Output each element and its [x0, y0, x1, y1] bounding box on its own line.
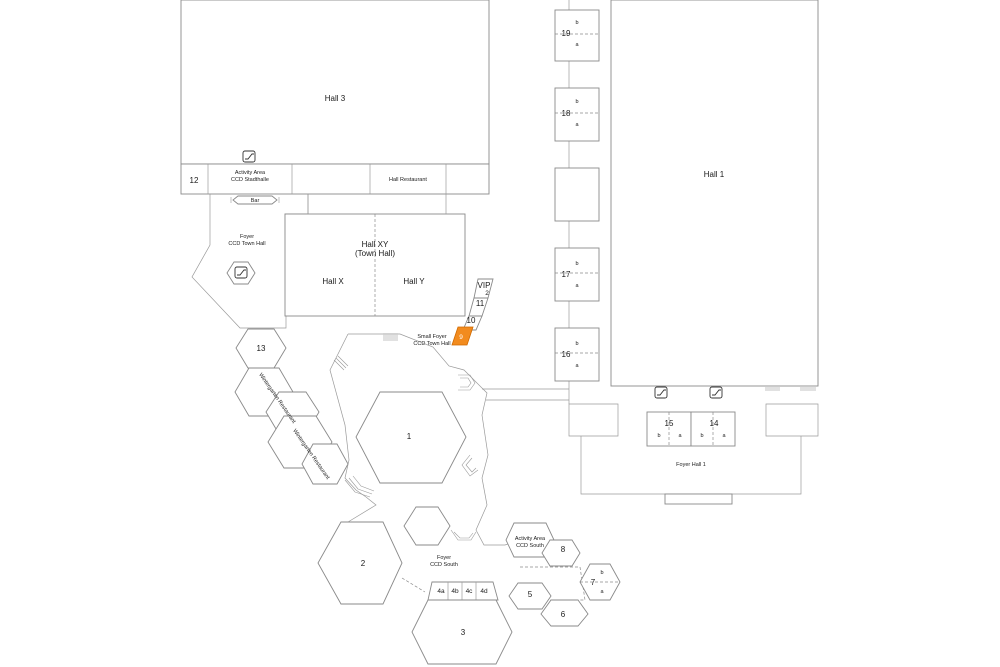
- room-8-label: 8: [561, 545, 566, 554]
- room-14-label: 14: [710, 419, 719, 428]
- room-7-label: 7: [591, 578, 596, 587]
- room-15a-label: a: [678, 433, 682, 439]
- foyer-hall-1-entrance: [664, 493, 733, 505]
- room-16b-label: b: [575, 341, 578, 347]
- stairs-east-1: [458, 374, 476, 391]
- foyer-hall-1-label: Foyer Hall 1: [676, 462, 706, 468]
- foyer-south-label-2: CCD South: [430, 562, 458, 568]
- bar-counter[interactable]: [232, 195, 278, 205]
- room-1-label: 1: [407, 432, 412, 441]
- room-19a-label: a: [575, 42, 579, 48]
- escalator-icon: [709, 386, 723, 399]
- room-15b-label: b: [657, 433, 660, 439]
- room-14b-label: b: [700, 433, 703, 439]
- room-14a-label: a: [722, 433, 726, 439]
- foyer-hall-1-west-block: [568, 403, 619, 437]
- room-16a-label: a: [575, 363, 579, 369]
- room-4d-label: 4d: [480, 588, 488, 595]
- hall-1-side-room: [554, 167, 600, 222]
- escalator-icon: [242, 150, 256, 163]
- foyer-town-hall-label: Foyer: [240, 234, 254, 240]
- room-2[interactable]: [317, 521, 403, 605]
- room-18b-label: b: [575, 99, 578, 105]
- hall-3-room[interactable]: [180, 0, 490, 165]
- stairs-west: [333, 355, 349, 371]
- room-16-label: 16: [562, 350, 571, 359]
- room-3-label: 3: [461, 628, 466, 637]
- room-18a-label: a: [575, 122, 579, 128]
- hall-1-label: Hall 1: [704, 170, 725, 179]
- escalator-icon: [654, 386, 668, 399]
- foyer-hall-1-east-block: [765, 403, 819, 437]
- room-7a-label: a: [600, 589, 604, 595]
- room-17[interactable]: [554, 247, 600, 302]
- wintergarten-restaurant-b2: [301, 443, 349, 485]
- foyer-south-divider: [401, 577, 426, 593]
- small-foyer-label: Small Foyer: [417, 334, 447, 340]
- room-2-vip-label: 2: [485, 290, 489, 297]
- hall-3-lower-strip: [180, 163, 490, 195]
- room-9-label: 9: [459, 334, 463, 341]
- hall-xy-label: Hall XY: [362, 240, 389, 249]
- small-foyer-label-2: CCD Town Hall: [413, 341, 450, 347]
- hall-3-label: Hall 3: [325, 94, 346, 103]
- foyer-town-hall-label-2: CCD Town Hall: [228, 241, 265, 247]
- stairs-south-east: [450, 529, 477, 541]
- room-17a-label: a: [575, 283, 579, 289]
- central-corridor-west-wall: [329, 333, 377, 523]
- room-10[interactable]: [462, 315, 483, 331]
- room-18-label: 18: [562, 109, 571, 118]
- activity-area-stadthalle-label-2: CCD Stadthalle: [231, 177, 269, 183]
- room-12-label: 12: [190, 176, 199, 185]
- room-5[interactable]: [508, 582, 552, 610]
- activity-area-stadthalle-label: Activity Area: [235, 170, 266, 176]
- stairs-south: [344, 475, 375, 498]
- room-19-label: 19: [562, 29, 571, 38]
- central-corridor-east-wall: [348, 333, 521, 546]
- room-11-label: 11: [476, 299, 485, 308]
- vip-label: VIP: [478, 281, 491, 290]
- room-3[interactable]: [411, 599, 513, 665]
- room-4c-label: 4c: [466, 588, 474, 595]
- stairs-east-2: [461, 454, 479, 477]
- room-19[interactable]: [554, 9, 600, 62]
- room-13-label: 13: [257, 344, 266, 353]
- rooms-4-block: [427, 581, 499, 601]
- stairs-hall-1: [765, 387, 816, 391]
- activity-area-south-label: Activity Area: [515, 536, 546, 542]
- stairs-top: [383, 333, 398, 341]
- room-7b-label: b: [600, 570, 603, 576]
- foyer-south-hex: [403, 506, 451, 546]
- hall-y-label: Hall Y: [403, 277, 425, 286]
- room-5-label: 5: [528, 590, 533, 599]
- room-16[interactable]: [554, 327, 600, 382]
- room-4b-label: 4b: [451, 588, 459, 595]
- hall-x-label: Hall X: [322, 277, 344, 286]
- bar-label: Bar: [251, 198, 260, 204]
- room-19b-label: b: [575, 20, 578, 26]
- hall-restaurant-label: Hall Restaurant: [389, 177, 427, 183]
- room-4a-label: 4a: [437, 588, 445, 595]
- room-6[interactable]: [540, 599, 589, 627]
- room-1[interactable]: [355, 391, 467, 484]
- room-10-label: 10: [467, 316, 476, 325]
- hall-xy-label-2: (Town Hall): [355, 249, 395, 258]
- room-17-label: 17: [562, 270, 571, 279]
- foyer-south-label: Foyer: [437, 555, 451, 561]
- hall-1-room[interactable]: [610, 0, 819, 387]
- escalator-icon: [234, 266, 248, 279]
- room-9-highlighted[interactable]: [451, 326, 474, 346]
- activity-area-south-label-2: CCD South: [516, 543, 544, 549]
- room-6-label: 6: [561, 610, 566, 619]
- room-15-label: 15: [665, 419, 674, 428]
- room-18[interactable]: [554, 87, 600, 142]
- room-8[interactable]: [541, 539, 581, 567]
- room-17b-label: b: [575, 261, 578, 267]
- room-2-label: 2: [361, 559, 366, 568]
